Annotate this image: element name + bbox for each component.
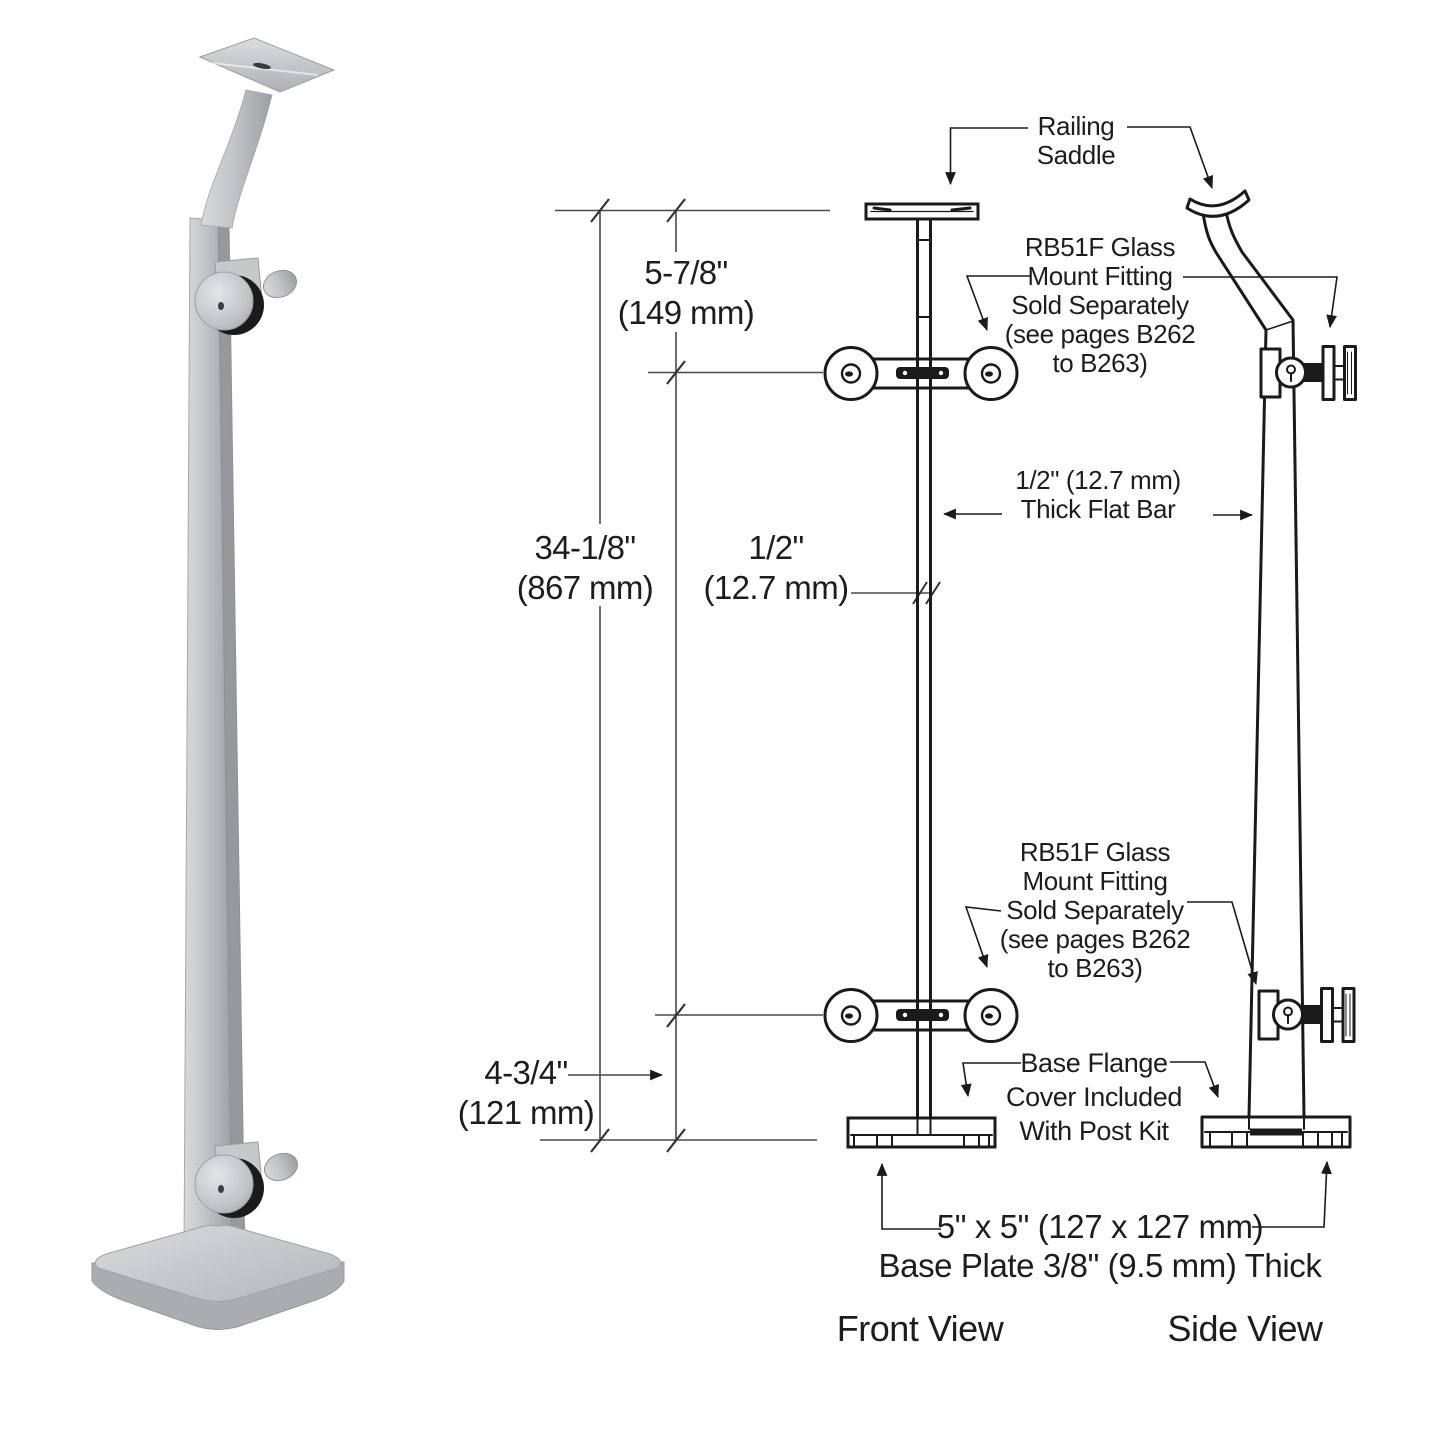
glass-mount-bottom-label: RB51F Glass Mount Fitting Sold Separatel… — [999, 837, 1191, 983]
leader-base-plate-side — [1252, 1160, 1332, 1228]
side-view-caption: Side View — [1167, 1308, 1323, 1349]
thick-flat-bar-label: 1/2" (12.7 mm) Thick Flat Bar — [1015, 465, 1181, 524]
side-lower-fitting — [1257, 987, 1356, 1043]
leader-glass-mount-top-front — [965, 275, 1031, 332]
overall-height-dimension: 34-1/8" (867 mm) — [516, 529, 654, 606]
base-flange-label: Base Flange Cover Included With Post Kit — [1005, 1048, 1183, 1146]
front-lower-fitting — [823, 988, 1019, 1043]
railing-saddle-label: Railing Saddle — [1036, 111, 1116, 170]
fitting-height-dimension: 4-3/4" (121 mm) — [457, 1054, 595, 1131]
leader-base-flange-front — [960, 1062, 1021, 1098]
front-view-drawing — [823, 202, 1019, 1149]
leader-railing-saddle-front — [945, 127, 1028, 186]
front-view-caption: Front View — [836, 1308, 1004, 1349]
photo-upper-fitting — [194, 257, 297, 335]
saddle-height-dimension: 5-7/8" (149 mm) — [617, 254, 755, 331]
leader-base-flange-side — [1170, 1061, 1219, 1099]
side-railing-saddle — [1185, 189, 1251, 218]
side-upper-fitting — [1259, 345, 1357, 401]
leader-base-plate-front — [876, 1162, 941, 1230]
side-base-plate — [1200, 1115, 1352, 1149]
leader-glass-mount-top-side — [1183, 276, 1338, 329]
leader-railing-saddle-side — [1127, 126, 1214, 190]
leader-glass-mount-bottom-front — [964, 906, 1002, 969]
bar-thickness-dimension: 1/2" (12.7 mm) — [703, 529, 850, 606]
front-base-plate — [846, 1116, 997, 1149]
post-photo — [91, 37, 345, 1330]
leader-glass-mount-bottom-side — [1187, 901, 1258, 986]
side-flat-bar — [1201, 211, 1268, 1119]
photo-base-plate — [91, 1224, 345, 1330]
base-plate-label: 5" x 5" (127 x 127 mm) Base Plate 3/8" (… — [878, 1208, 1322, 1284]
side-view-drawing — [1185, 189, 1357, 1149]
glass-mount-top-label: RB51F Glass Mount Fitting Sold Separatel… — [1004, 232, 1196, 378]
photo-lower-fitting — [194, 1141, 298, 1218]
photo-bent-arm — [200, 89, 273, 229]
dimension-lines — [540, 198, 941, 1153]
leader-lines — [876, 126, 1338, 1230]
